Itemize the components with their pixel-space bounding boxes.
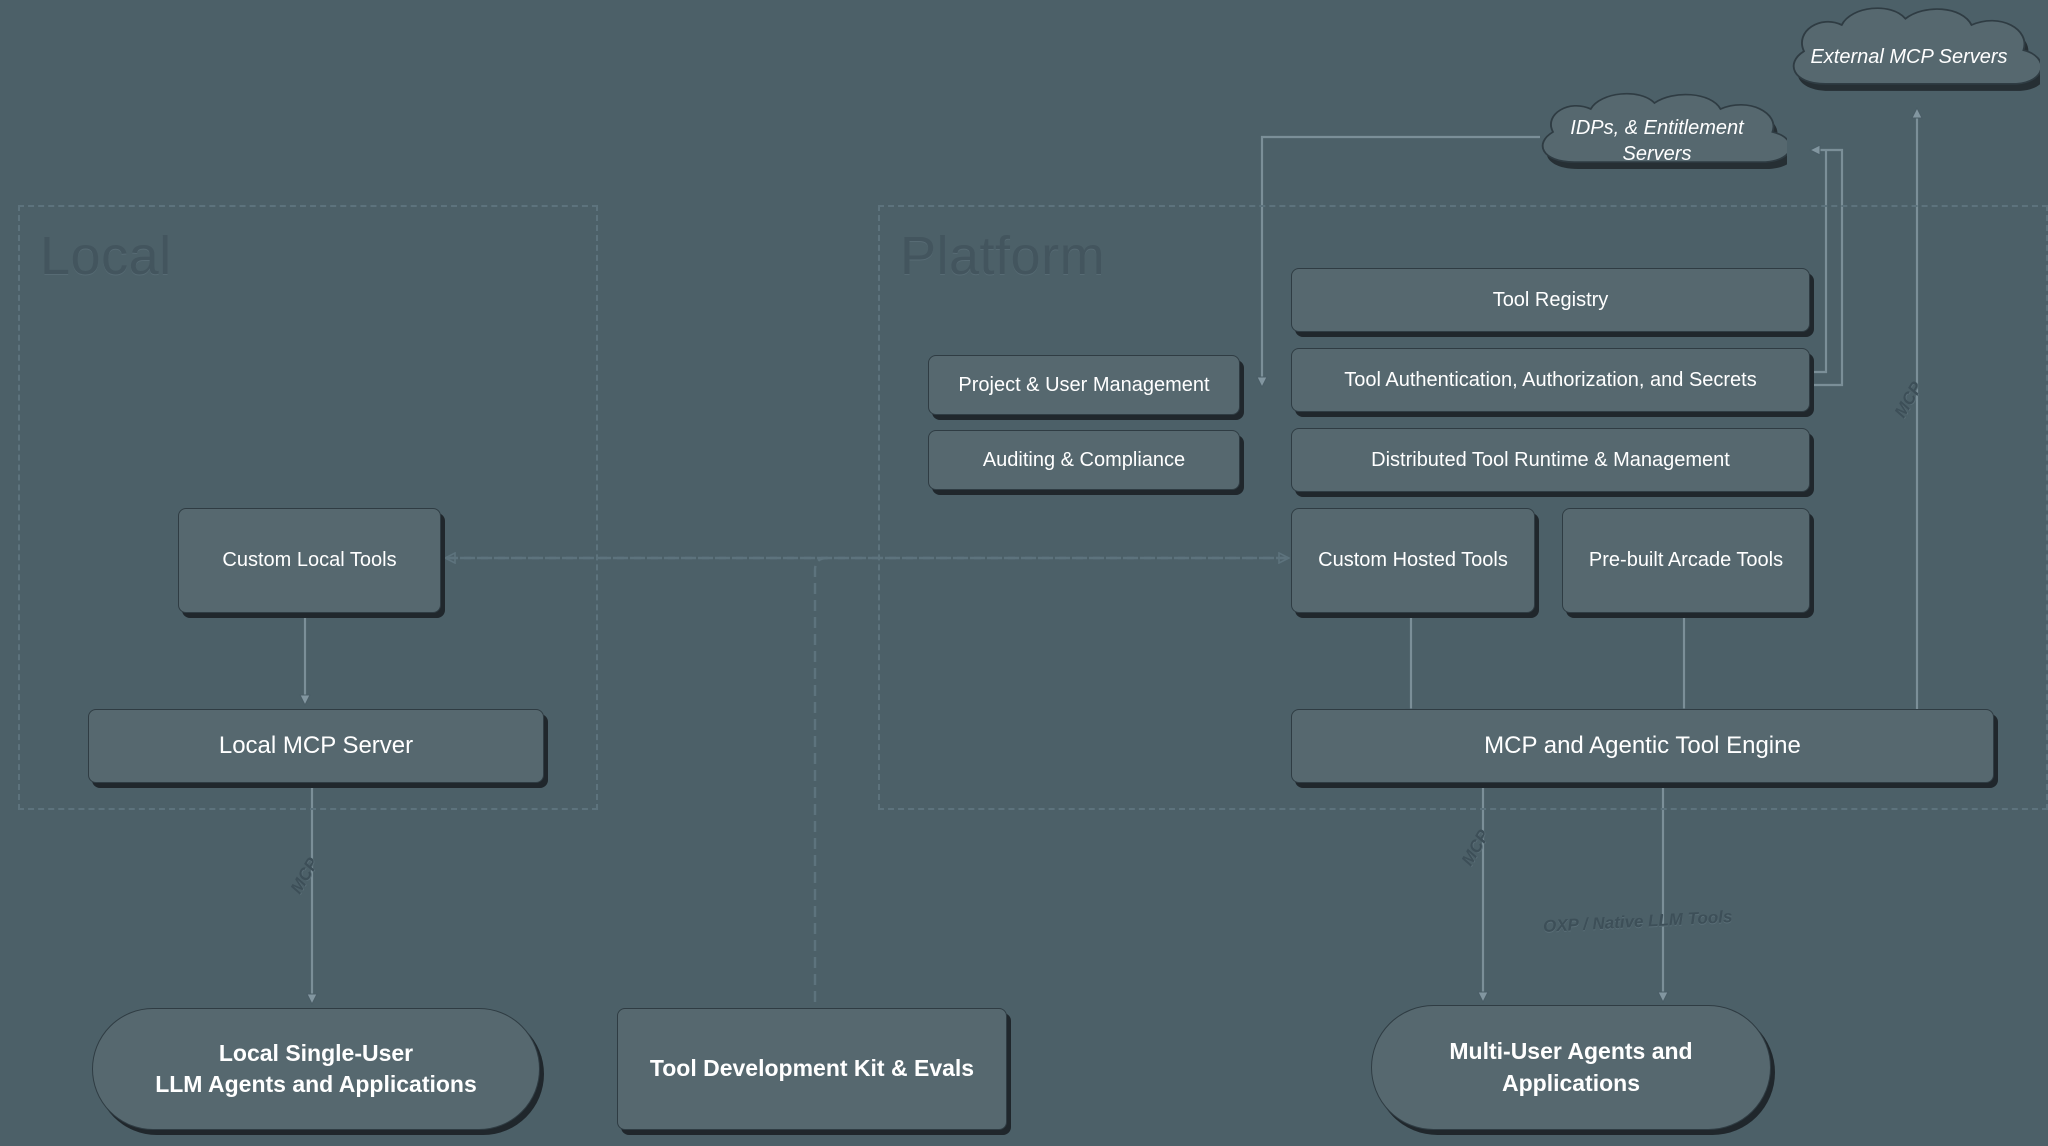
edge-label-oxp-native-llm-tools: OXP / Native LLM Tools [1542,907,1733,936]
node-mcp-agentic-tool-engine[interactable]: MCP and Agentic Tool Engine [1291,709,1994,783]
edge-label-mcp-local: MCP [286,854,323,897]
node-distributed-tool-runtime[interactable]: Distributed Tool Runtime & Management [1291,428,1810,492]
zone-local-label: Local [40,226,172,286]
node-local-mcp-server[interactable]: Local MCP Server [88,709,544,783]
node-local-single-user-agents[interactable]: Local Single-User LLM Agents and Applica… [92,1008,540,1130]
cloud-idps-entitlement-servers-label: IDPs, & Entitlement Servers [1570,117,1744,165]
cloud-idps-entitlement-servers: IDPs, & Entitlement Servers [1527,92,1787,190]
node-custom-local-tools[interactable]: Custom Local Tools [178,508,441,613]
node-local-agents-line1: Local Single-User [218,1039,414,1066]
node-multi-user-agents-line1: Multi-User Agents and [1449,1038,1693,1065]
cloud-shape-icon [1792,7,2040,91]
cloud-external-mcp-servers-label: External MCP Servers [1810,46,2008,68]
node-multi-user-agents-line2: Applications [1501,1069,1640,1096]
node-prebuilt-arcade-tools[interactable]: Pre-built Arcade Tools [1562,508,1810,613]
cloud-external-mcp-servers: External MCP Servers [1778,4,2040,110]
node-tool-development-kit[interactable]: Tool Development Kit & Evals [617,1008,1007,1130]
node-project-user-management[interactable]: Project & User Management [928,355,1240,415]
node-tool-registry[interactable]: Tool Registry [1291,268,1810,332]
node-multi-user-agents[interactable]: Multi-User Agents and Applications [1371,1005,1771,1130]
zone-platform-label: Platform [900,226,1106,286]
node-tool-authentication[interactable]: Tool Authentication, Authorization, and … [1291,348,1810,412]
node-auditing-compliance[interactable]: Auditing & Compliance [928,430,1240,490]
cloud-shape-icon [1541,92,1787,169]
node-local-agents-line2: LLM Agents and Applications [155,1071,477,1097]
zone-local [18,205,598,810]
edge-label-mcp-platform: MCP [1457,826,1494,869]
node-custom-hosted-tools[interactable]: Custom Hosted Tools [1291,508,1535,613]
zone-platform [878,205,2048,810]
